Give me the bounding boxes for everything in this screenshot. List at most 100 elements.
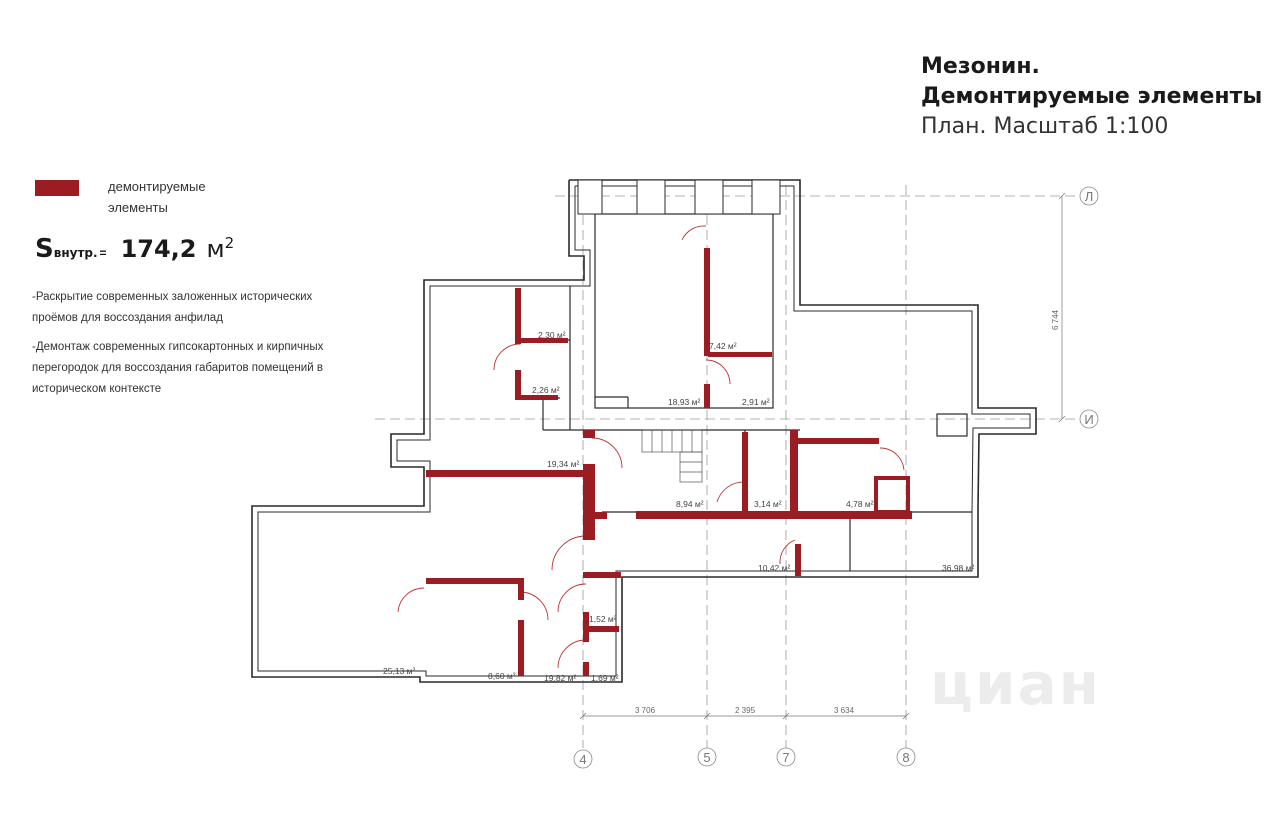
- room-label: 2,26 м²: [532, 385, 560, 395]
- windows: [577, 179, 781, 215]
- room-label: 25,13 м²: [383, 666, 415, 676]
- window-1: [577, 179, 603, 215]
- demolished-elements: [426, 248, 912, 676]
- room-label: 4,78 м²: [846, 499, 874, 509]
- dimension-label-vertical: 6 744: [1051, 309, 1060, 330]
- page-title-line-1: Мезонин.: [921, 54, 1040, 79]
- room-label: 10,42 м²: [758, 563, 790, 573]
- notes: -Раскрытие современных заложенных истори…: [32, 287, 342, 408]
- title-block: Мезонин. Демонтируемые элементы План. Ма…: [921, 52, 1262, 142]
- demolished-partition-12: [636, 511, 912, 519]
- room-label: 3,14 м²: [754, 499, 782, 509]
- room-label: 7,42 м²: [709, 341, 737, 351]
- room-label: 8,60 м²: [488, 671, 516, 681]
- stair-flight-lower: [679, 451, 703, 483]
- wall-chimney: [936, 413, 968, 437]
- demolished-partition-9: [426, 470, 586, 477]
- area-symbol: S: [35, 234, 54, 264]
- demolished-partition-10: [583, 464, 595, 540]
- door-swing-12: [779, 539, 796, 565]
- legend-swatch: [35, 180, 79, 196]
- demolished-partition-8: [583, 430, 595, 438]
- area-subscript: внутр.: [53, 246, 98, 260]
- note-openings: -Раскрытие современных заложенных истори…: [32, 291, 313, 324]
- area-unit-text: м: [206, 235, 225, 263]
- axis-marker-5: [697, 747, 717, 767]
- door-swing-2: [681, 225, 707, 241]
- note-partitions: -Демонтаж современных гипсокартонных и к…: [32, 341, 324, 395]
- dimension-label: 2 395: [735, 706, 756, 715]
- axis-label: 7: [782, 750, 789, 765]
- demolished-partition-13: [742, 432, 748, 512]
- room-label: 2,30 м²: [538, 330, 566, 340]
- inner-wall-line: [257, 185, 1031, 677]
- demolished-partition-15: [797, 438, 879, 444]
- room-labels: 2,30 м² 2,26 м² 7,42 м² 18,93 м² 2,91 м²…: [383, 330, 974, 683]
- demolished-partition-16: [795, 544, 801, 576]
- room-label: 1,69 м²: [591, 673, 619, 683]
- axis-marker-4: [573, 749, 593, 769]
- axis-label: Л: [1085, 189, 1094, 204]
- door-swing-8: [519, 591, 549, 621]
- door-swing-10: [557, 639, 587, 669]
- door-swing-3: [705, 359, 731, 385]
- door-swing-7: [551, 535, 587, 571]
- wall-central-room: [594, 213, 774, 409]
- door-swing-6: [879, 447, 905, 471]
- dimension-labels: 3 706 2 395 3 634 6 744: [635, 309, 1060, 715]
- axis-label: И: [1084, 412, 1093, 427]
- axis-label: 4: [579, 752, 586, 767]
- axis-marker-8: [896, 747, 916, 767]
- axis-marker-I: [1079, 409, 1099, 429]
- axis-marker-L: [1079, 186, 1099, 206]
- demolished-partition-7: [708, 352, 772, 357]
- room-label: 1,52 м²: [589, 614, 617, 624]
- area-unit-sup: 2: [224, 234, 235, 252]
- outer-walls: [251, 179, 1037, 683]
- door-swing-4: [591, 437, 623, 469]
- axis-label: 8: [902, 750, 909, 765]
- page-subtitle: План. Масштаб 1:100: [921, 114, 1169, 139]
- room-label: 2,91 м²: [742, 397, 770, 407]
- demolished-partition-6: [704, 384, 710, 408]
- door-swing-9: [557, 583, 587, 613]
- legend-label: демонтируемые элементы: [108, 179, 206, 215]
- demolished-partition-4: [520, 395, 558, 400]
- door-swing-1: [493, 343, 521, 371]
- axis-marker-7: [776, 747, 796, 767]
- outer-wall-line: [251, 179, 1037, 683]
- watermark-logo: циан: [930, 650, 1101, 718]
- demolished-partition-20: [583, 572, 621, 578]
- dimension-chain: [579, 192, 1066, 720]
- room-label: 19,82 м²: [544, 673, 576, 683]
- window-2: [636, 179, 666, 215]
- demolished-partition-14: [790, 430, 798, 514]
- demolished-partition-17: [426, 578, 524, 584]
- demolished-partition-3: [520, 338, 568, 343]
- demolished-partition-23: [583, 662, 589, 676]
- stairs: [641, 429, 703, 483]
- door-swings: [397, 225, 905, 669]
- window-3: [694, 179, 724, 215]
- area-value: 174,2: [120, 235, 197, 263]
- demolished-partition-22: [583, 626, 619, 632]
- room-label: 36,98 м²: [942, 563, 974, 573]
- room-label: 8,94 м²: [676, 499, 704, 509]
- demolished-partition-1: [515, 288, 521, 344]
- area-summary: Sвнутр.= 174,2 м2: [35, 234, 234, 264]
- axis-label: 5: [703, 750, 710, 765]
- demolished-partition-5: [704, 248, 710, 356]
- demolished-shaft: [874, 476, 910, 514]
- door-swing-5: [716, 481, 746, 503]
- demolished-partition-18: [518, 578, 524, 600]
- demolished-partition-19: [518, 620, 524, 676]
- demolished-partition-2: [515, 370, 521, 400]
- area-equals: =: [99, 246, 107, 260]
- demolished-partition-11: [595, 512, 607, 519]
- area-unit: м2: [206, 234, 235, 263]
- axis-markers: 4 5 7 8 Л И: [573, 186, 1099, 769]
- dimension-label: 3 706: [635, 706, 656, 715]
- window-4: [751, 179, 781, 215]
- door-swing-11: [397, 587, 425, 613]
